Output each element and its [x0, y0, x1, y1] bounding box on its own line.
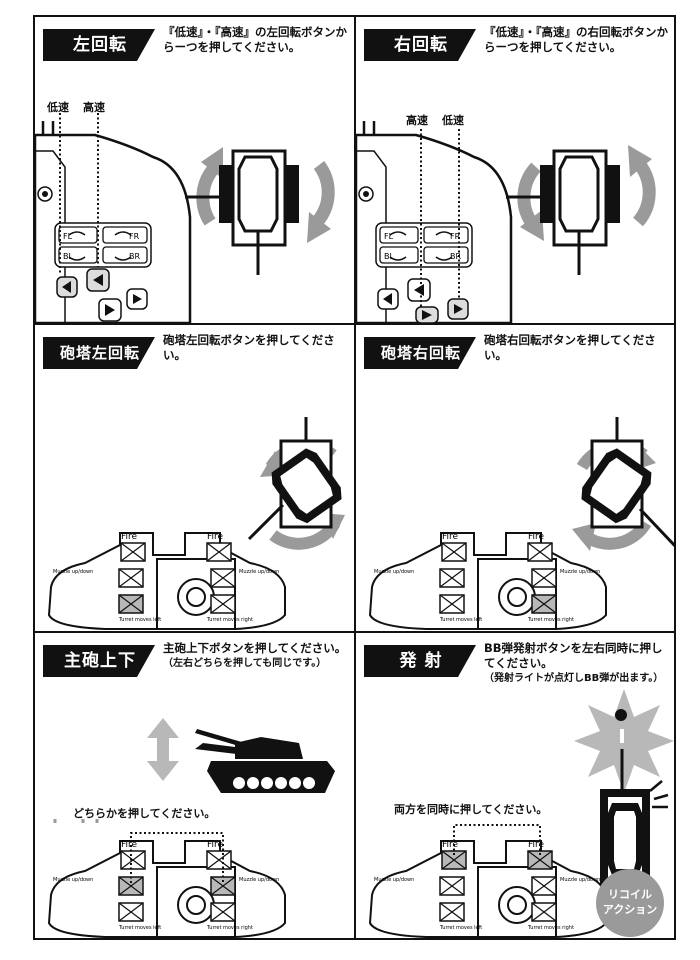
press-either-note: どちらかを押してください。 — [73, 807, 216, 820]
turret-left-label: Turret moves left — [118, 617, 161, 623]
muzzle-label-right: Muzzle up/down — [239, 877, 279, 883]
muzzle-label-left: Muzzle up/down — [53, 877, 93, 883]
title-banner: 砲塔右回転 — [364, 337, 476, 369]
turret-right-label: Turret moves right — [206, 925, 253, 931]
turret-left-label: Turret moves left — [439, 617, 482, 623]
badge-line-1: リコイル — [608, 888, 652, 901]
muzzle-label-left: Muzzle up/down — [53, 569, 93, 575]
panel-fire: 発 射 BB弾発射ボタンを左右同時に押してください。 （発射ライトが点灯しBB弾… — [356, 633, 675, 939]
instruction-text: 砲塔左回転ボタンを押してください。 — [163, 333, 335, 362]
button-fr-label: FR — [129, 232, 140, 241]
title-banner: 左回転 — [43, 29, 155, 61]
button-br-label: BR — [129, 252, 140, 261]
panel-left-turn: 左回転 『低速』・『高速』の左回転ボタンからーつを押してください。 低速 高速 … — [35, 17, 354, 323]
title-banner: 発 射 — [364, 645, 476, 677]
panel-title: 砲塔右回転 — [380, 344, 461, 362]
button-fl-label: FL — [384, 232, 394, 241]
turret-left-label: Turret moves left — [439, 925, 482, 931]
panel-title: 右回転 — [394, 35, 448, 55]
right-turn-illustration: FL FR BL BR — [356, 121, 656, 323]
divider-row-1 — [35, 323, 674, 325]
turret-right-label: Turret moves right — [527, 925, 574, 931]
label-low-speed: 低速 — [442, 114, 464, 127]
fire-label-right: Fire — [528, 840, 545, 850]
muzzle-label-right: Muzzle up/down — [560, 569, 600, 575]
instruction-sub: （発射ライトが点灯しBB弾が出ます。） — [484, 673, 664, 684]
instruction-sheet: 左回転 『低速』・『高速』の左回転ボタンからーつを押してください。 低速 高速 … — [33, 15, 676, 940]
instruction-text: BB弾発射ボタンを左右同時に押してください。 （発射ライトが点灯しBB弾が出ます… — [484, 641, 669, 686]
panel-turret-left: 砲塔左回転 砲塔左回転ボタンを押してください。 Fire Fire — [35, 325, 354, 631]
turret-right-label: Turret moves right — [527, 617, 574, 623]
fire-label-right: Fire — [207, 532, 224, 542]
speed-buttons — [56, 268, 148, 322]
panel-title: 発 射 — [399, 651, 443, 671]
turret-left-illustration: Fire Fire Muzzle up/down Muzzle up/down … — [47, 417, 345, 630]
muzzle-label-right: Muzzle up/down — [239, 569, 279, 575]
instruction-text: 『低速』・『高速』の左回転ボタンからーつを押してください。 — [163, 25, 347, 54]
panel-title: 左回転 — [73, 35, 127, 55]
title-banner: 主砲上下 — [43, 645, 155, 677]
label-low-speed: 低速 — [47, 101, 69, 114]
label-high-speed: 高速 — [406, 114, 428, 127]
fire-label-left: Fire — [442, 532, 459, 542]
panel-title: 主砲上下 — [64, 651, 136, 671]
fire-label-left: Fire — [121, 840, 138, 850]
button-fr-label: FR — [450, 232, 461, 241]
fire-label-right: Fire — [207, 840, 224, 850]
instruction-sub: （左右どちらを押しても同じです。） — [163, 658, 327, 669]
divider-row-2 — [35, 631, 674, 633]
gun-updown-illustration: Fire Fire Muzzle up/down Muzzle up/down … — [47, 718, 335, 938]
badge-line-2: アクション — [602, 903, 658, 916]
label-high-speed: 高速 — [83, 101, 105, 114]
button-bl-label: BL — [63, 252, 73, 261]
muzzle-label-left: Muzzle up/down — [374, 877, 414, 883]
panel-gun-updown: 主砲上下 主砲上下ボタンを押してください。 （左右どちらを押しても同じです。） … — [35, 633, 354, 939]
turret-right-illustration: Fire Fire Muzzle up/down Muzzle up/down … — [368, 417, 675, 630]
fire-label-right: Fire — [528, 532, 545, 542]
instruction-text: 主砲上下ボタンを押してください。 （左右どちらを押しても同じです。） — [163, 641, 348, 671]
muzzle-label-right: Muzzle up/down — [560, 877, 600, 883]
instruction-text: 『低速』・『高速』の右回転ボタンからーつを押してください。 — [484, 25, 668, 54]
instruction-text: 砲塔右回転ボタンを押してください。 — [484, 333, 656, 362]
fire-illustration: Fire Fire Muzzle up/down Muzzle up/down … — [368, 689, 674, 938]
panel-right-turn: 右回転 『低速』・『高速』の右回転ボタンからーつを押してください。 高速 低速 … — [356, 17, 675, 323]
panel-turret-right: 砲塔右回転 砲塔右回転ボタンを押してください。 Fire Fire — [356, 325, 675, 631]
instruction-main: BB弾発射ボタンを左右同時に押してください。 — [484, 641, 663, 670]
turret-right-label: Turret moves right — [206, 617, 253, 623]
button-bl-label: BL — [384, 252, 394, 261]
title-banner: 砲塔左回転 — [43, 337, 155, 369]
divider-vertical — [354, 17, 356, 938]
instruction-main: 主砲上下ボタンを押してください。 — [163, 641, 347, 655]
turret-left-label: Turret moves left — [118, 925, 161, 931]
button-br-label: BR — [450, 252, 461, 261]
fire-label-left: Fire — [121, 532, 138, 542]
fire-label-left: Fire — [442, 840, 459, 850]
title-banner: 右回転 — [364, 29, 476, 61]
muzzle-label-left: Muzzle up/down — [374, 569, 414, 575]
left-turn-illustration: FL FR BL BR — [35, 113, 335, 323]
panel-title: 砲塔左回転 — [59, 344, 140, 362]
button-fl-label: FL — [63, 232, 73, 241]
press-both-note: 両方を同時に押してください。 — [394, 803, 548, 816]
recoil-action-badge: リコイル アクション — [596, 869, 664, 937]
